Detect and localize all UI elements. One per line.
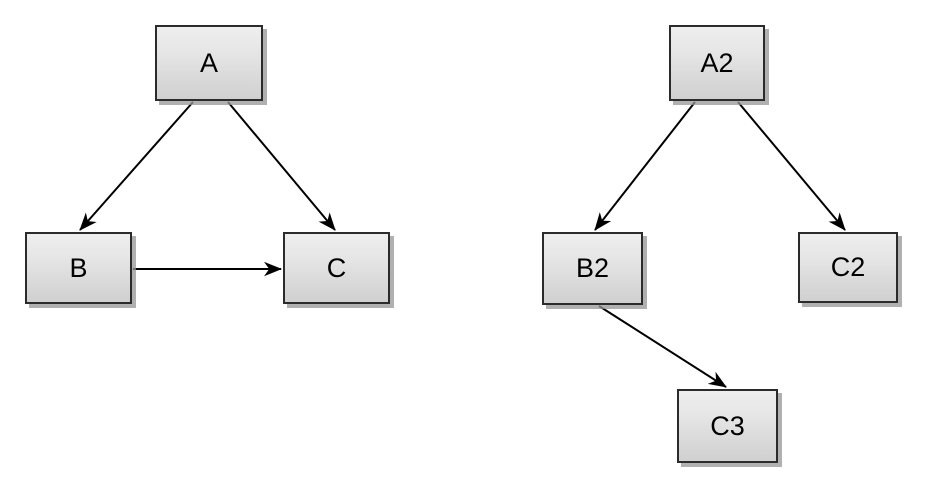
node-b2[interactable]: B2 <box>542 232 643 305</box>
node-c3[interactable]: C3 <box>677 389 778 463</box>
edge-a-to-c <box>227 101 336 231</box>
node-b-label: B <box>69 252 88 283</box>
node-b[interactable]: B <box>25 232 132 304</box>
edge-a-to-b <box>79 101 194 231</box>
edge-a2-to-c2 <box>737 101 846 231</box>
node-a2[interactable]: A2 <box>669 25 765 101</box>
node-a-label: A <box>199 47 218 78</box>
node-c-label: C <box>326 252 347 283</box>
edges-group <box>79 101 846 388</box>
node-b2-label: B2 <box>575 253 610 283</box>
edge-a2-to-b2 <box>594 101 696 231</box>
node-c2[interactable]: C2 <box>798 232 898 303</box>
edge-b2-to-c3 <box>598 305 727 388</box>
node-a2-label: A2 <box>700 47 734 78</box>
node-c[interactable]: C <box>283 232 390 304</box>
node-a[interactable]: A <box>155 25 263 101</box>
node-c3-label: C3 <box>710 410 745 441</box>
node-c2-label: C2 <box>830 252 866 282</box>
